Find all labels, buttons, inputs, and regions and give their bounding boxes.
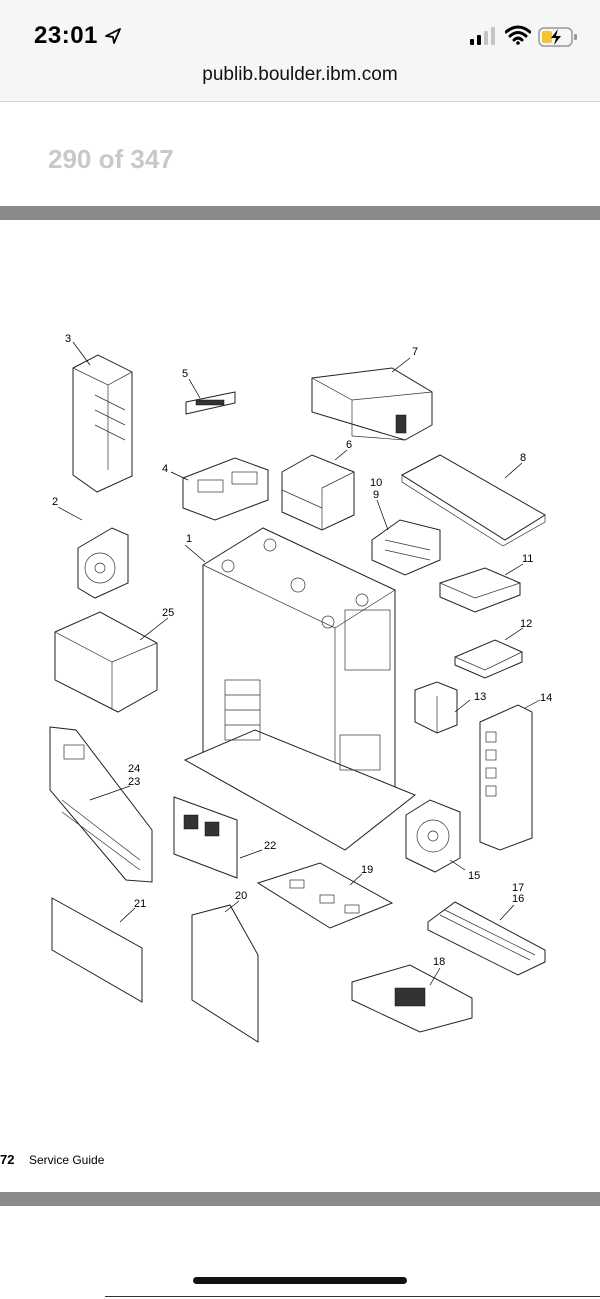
signal-icon [470,27,495,45]
callout-4: 4 [162,463,168,475]
page-separator-top [0,206,600,220]
battery-charging-icon [538,27,577,47]
part-drive-11 [439,567,521,613]
part-bracket-9-10 [371,519,441,576]
callout-24: 24 [128,763,140,775]
address-bar[interactable]: publib.boulder.ibm.com [0,60,600,102]
callout-17: 17 [512,882,524,894]
callout-18: 18 [433,956,445,968]
page-counter: 290 of 347 [48,144,174,174]
page-number: 72 [0,1152,15,1167]
callout-19: 19 [361,864,373,876]
callout-20: 20 [235,890,247,902]
callout-14: 14 [540,692,552,704]
part-system-board-23-24 [49,726,153,883]
location-arrow-icon [105,28,121,44]
part-front-bezel-14 [479,704,533,851]
part-drive-cage-6 [281,454,355,531]
callout-25: 25 [162,607,174,619]
callout-22: 22 [264,840,276,852]
callout-15: 15 [468,870,480,882]
part-cage-4 [182,457,269,521]
home-indicator[interactable] [193,1277,407,1284]
part-fan-assembly-25 [54,611,158,713]
callout-23: 23 [128,776,140,788]
part-chassis-1 [183,527,416,851]
part-panel-3 [72,354,133,493]
part-processor-18 [351,964,473,1033]
callout-1: 1 [186,533,192,545]
document-title: Service Guide [29,1153,105,1167]
callout-2: 2 [52,496,58,508]
callout-7: 7 [412,346,418,358]
clock: 23:01 [34,22,98,49]
callout-13: 13 [474,691,486,703]
part-cover-8 [401,454,546,547]
leader-lines [57,341,541,986]
page-edge-line [105,1296,600,1297]
status-bar: 23:01 [0,0,600,60]
part-power-supply [311,367,433,441]
callout-21: 21 [134,898,146,910]
exploded-parts-diagram: 1 2 3 4 5 6 7 8 9 10 11 12 13 14 15 16 1… [49,333,552,1043]
callout-3: 3 [65,333,71,345]
callout-9: 9 [373,489,379,501]
part-cover-20 [191,904,259,1043]
callout-6: 6 [346,439,352,451]
url-text[interactable]: publib.boulder.ibm.com [202,64,398,85]
part-board-22 [173,796,238,879]
part-drive-12 [454,639,523,679]
part-bezel-5 [185,391,236,415]
page-separator-bottom [0,1192,600,1206]
callout-10: 10 [370,477,382,489]
callout-11: 11 [522,553,533,565]
part-fan-2 [77,527,129,599]
callout-16: 16 [512,893,524,905]
part-fan-15 [405,799,461,873]
wifi-icon [505,25,531,45]
part-memory-16-17 [427,901,546,976]
callout-12: 12 [520,618,532,630]
part-card-19 [256,862,394,929]
callout-5: 5 [182,368,188,380]
part-box-13 [414,681,458,734]
callout-8: 8 [520,452,526,464]
part-cover-21 [51,897,143,1003]
